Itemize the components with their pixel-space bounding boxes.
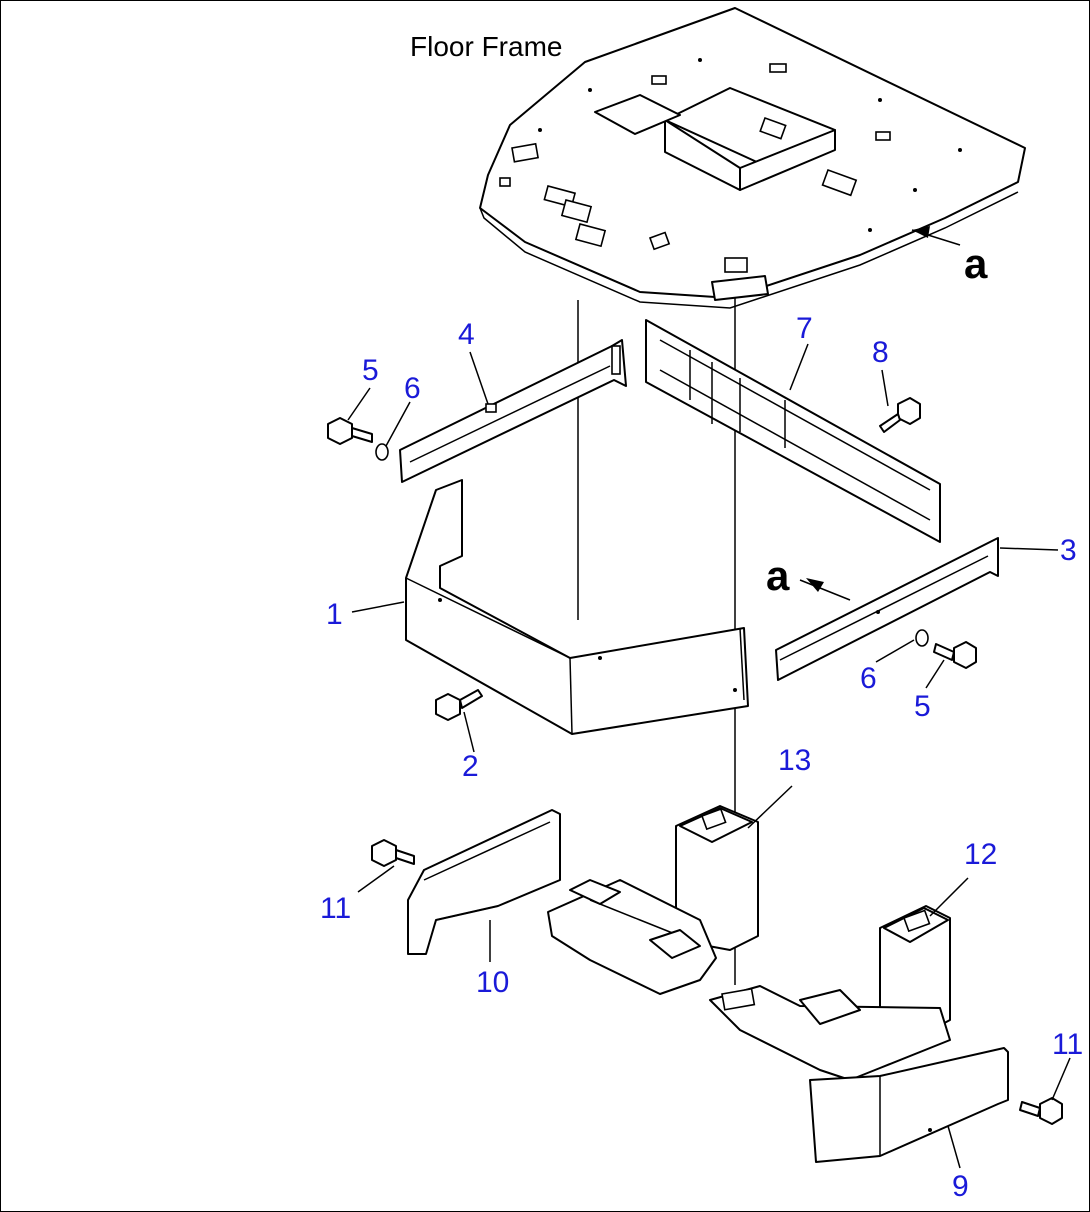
callout-13: 13 — [778, 744, 811, 777]
callout-1: 1 — [326, 598, 343, 631]
callout-3: 3 — [1060, 534, 1077, 567]
callout-6-right: 6 — [860, 662, 877, 695]
callout-10: 10 — [476, 966, 509, 999]
view-marker-top: a — [964, 240, 988, 287]
callout-5-left: 5 — [362, 354, 379, 387]
callout-12: 12 — [964, 838, 997, 871]
bolt-5-right — [933, 641, 977, 669]
callout-9: 9 — [952, 1170, 969, 1203]
washer-6-right — [915, 629, 929, 647]
callout-5-right: 5 — [914, 690, 931, 723]
part-3-bracket — [775, 537, 999, 681]
callout-4: 4 — [458, 318, 475, 351]
bolt-11-left — [371, 839, 415, 867]
part-9-cover — [809, 1047, 1009, 1163]
callout-11-right: 11 — [1052, 1028, 1083, 1061]
view-marker-mid: a — [766, 552, 790, 599]
bolt-2 — [435, 689, 483, 721]
part-13-mount-frame — [547, 805, 759, 995]
callout-7: 7 — [796, 312, 813, 345]
bolt-11-right — [1019, 1097, 1063, 1125]
part-10-cover — [407, 809, 561, 955]
callout-8: 8 — [872, 336, 889, 369]
floor-frame — [479, 7, 1026, 309]
washer-6-left — [375, 443, 389, 461]
leader-lines — [347, 229, 1071, 1169]
part-1-cover — [405, 479, 749, 735]
view-arrow-top — [912, 226, 930, 238]
view-arrow-mid — [806, 578, 824, 592]
callout-11-left: 11 — [320, 892, 351, 925]
callout-2: 2 — [462, 750, 479, 783]
part-4-bracket — [399, 339, 627, 483]
bolt-8 — [879, 397, 921, 433]
bolt-5-left — [327, 417, 373, 445]
part-12-mount-frame — [709, 905, 951, 1081]
part-7-panel — [645, 319, 941, 543]
diagram-title: Floor Frame — [410, 31, 562, 62]
callout-6-left: 6 — [404, 372, 421, 405]
